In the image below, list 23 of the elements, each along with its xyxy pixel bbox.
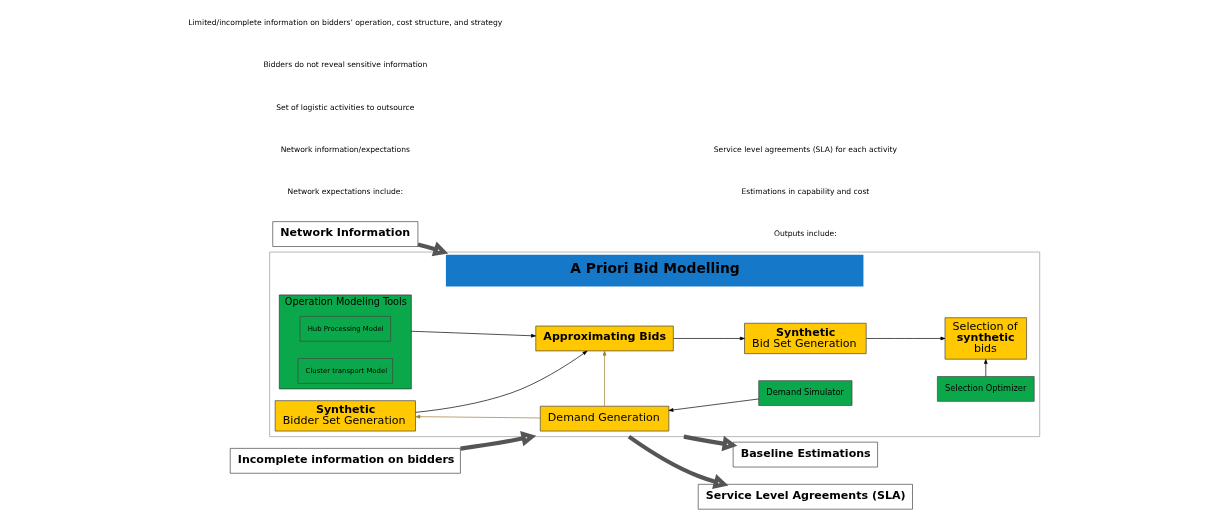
arrow <box>865 336 945 341</box>
arrow <box>410 330 536 338</box>
arrow <box>459 431 536 451</box>
arrow <box>414 350 587 413</box>
node-box: Service Level Agreements (SLA) <box>697 483 913 510</box>
node-box: Demand Simulator <box>757 380 852 406</box>
arrow <box>672 336 745 341</box>
arrow <box>682 434 737 452</box>
arrow <box>602 350 606 407</box>
arrow <box>983 359 988 377</box>
arrow <box>627 434 728 490</box>
node-box: Network Information <box>271 221 418 247</box>
node-box: Selection Optimizer <box>936 376 1034 402</box>
node-box: Baseline Estimations <box>732 441 878 468</box>
node-box: Demand Generation <box>539 405 669 432</box>
node-box: Selection of synthetic bids <box>944 317 1027 360</box>
arrow <box>416 241 448 257</box>
node-box: Synthetic Bid Set Generation <box>743 322 867 354</box>
arrow <box>668 398 759 412</box>
arrow <box>414 414 541 419</box>
node-box: Synthetic Bidder Set Generation <box>274 400 416 432</box>
node-box: Incomplete information on bidders <box>229 448 461 474</box>
node-box: Approximating Bids <box>534 325 674 352</box>
